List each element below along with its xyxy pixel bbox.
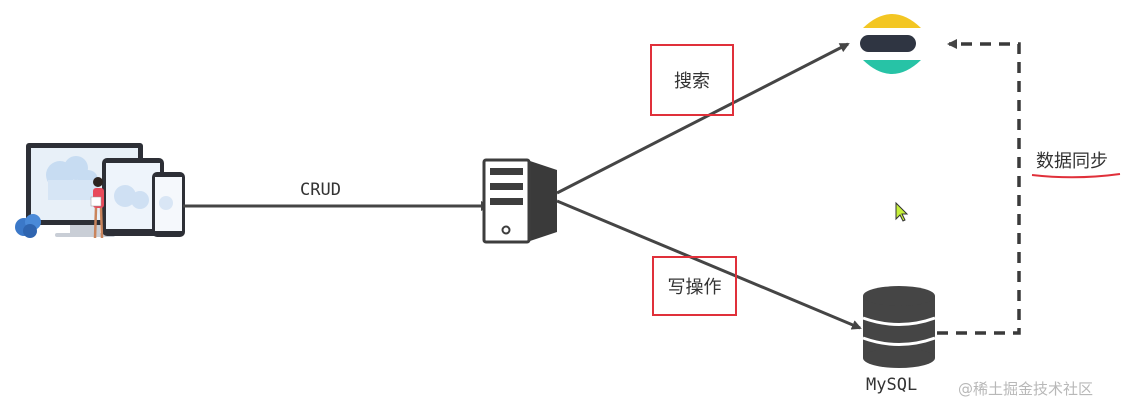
elasticsearch-icon [860, 14, 921, 74]
watermark: @稀土掘金技术社区 [958, 380, 1094, 398]
write-arrow [556, 199, 862, 330]
search-label-box: 搜索 [650, 44, 734, 116]
search-label: 搜索 [674, 71, 710, 92]
data-sync-label: 数据同步 [1036, 151, 1108, 172]
server-icon [482, 158, 557, 244]
sync-underline [1031, 173, 1121, 179]
database-icon [862, 286, 936, 368]
mouse-cursor-icon [895, 201, 909, 222]
write-operation-label: 写操作 [667, 277, 722, 298]
search-arrow [556, 42, 850, 195]
crud-label: CRUD [300, 180, 341, 200]
mysql-label: MySQL [866, 375, 918, 395]
write-label-box: 写操作 [652, 256, 737, 316]
sync-connector [937, 39, 1021, 335]
devices-icon [15, 143, 185, 239]
